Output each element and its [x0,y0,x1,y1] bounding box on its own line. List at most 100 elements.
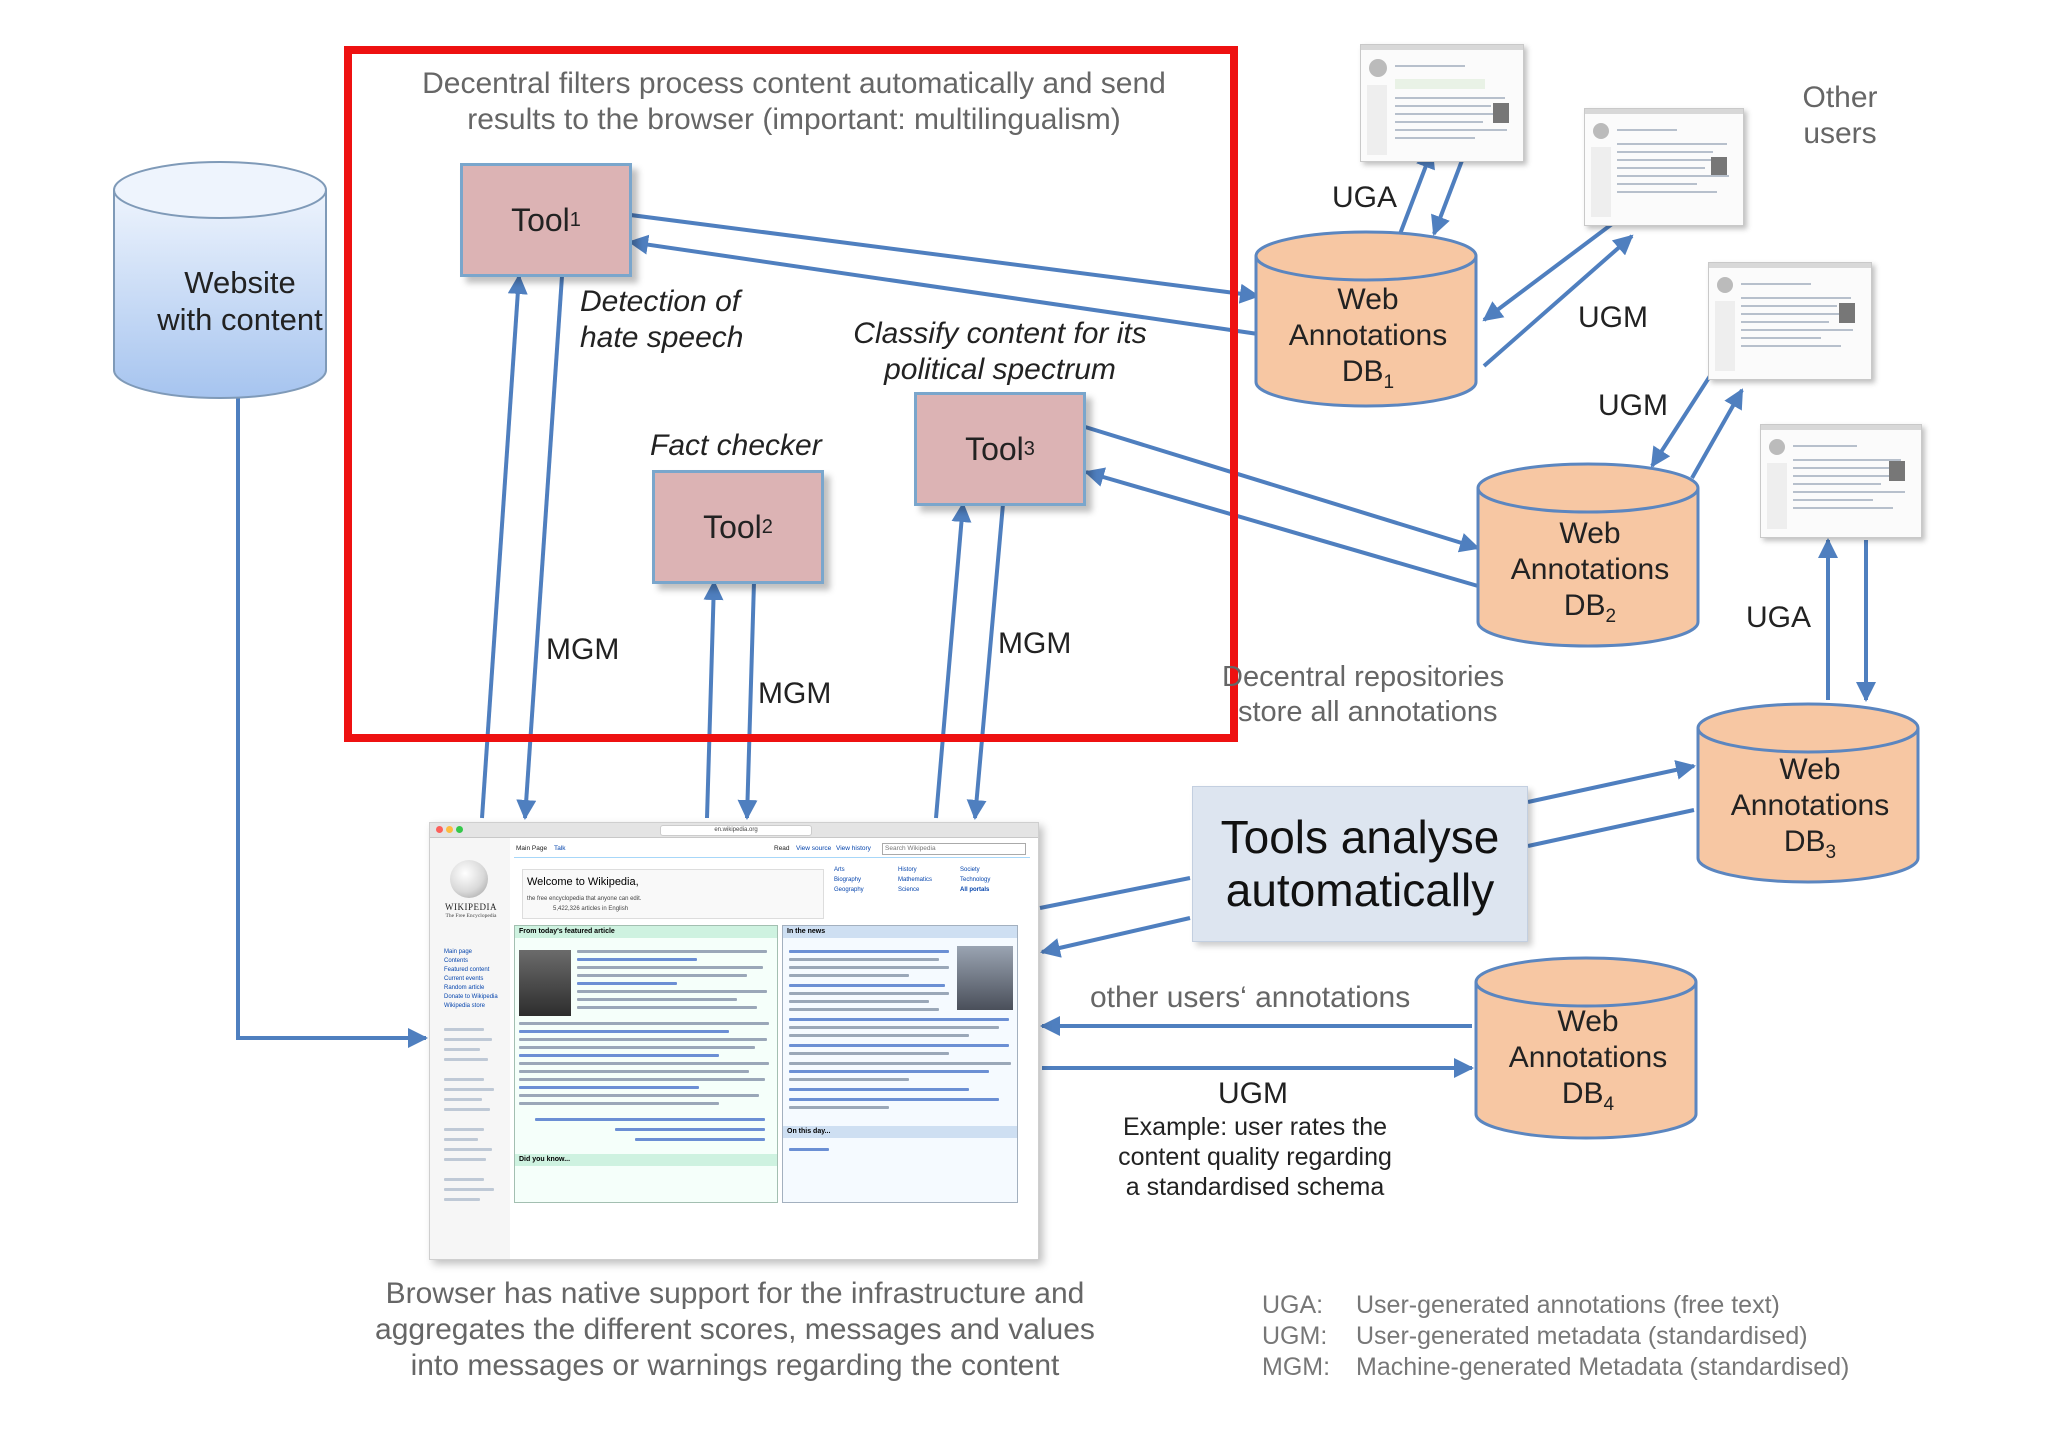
wikipedia-wordmark: WIKIPEDIA [445,902,497,912]
article-count: 5,422,326 articles in English [553,906,629,912]
arrow-browser-to-analyse [1039,876,1191,910]
ugm-label-3: UGM [1218,1077,1288,1110]
wikipedia-tabs: Main Page Talk Read View source View his… [514,841,1030,858]
arrow-db1-to-thumb1 [1398,148,1435,235]
web-annotations-db2-icon [1476,462,1700,648]
arrow-tool1-to-db1 [591,208,1260,304]
browser-note-line3: into messages or warnings regarding the … [410,1349,1060,1382]
tool-3-caption-line1: Classify content for its [853,317,1147,350]
tool-3-caption: Classify content for its political spect… [830,316,1170,388]
tab-main-page[interactable]: Main Page [516,845,548,852]
db1-line3: DB1 [1341,355,1395,393]
db4-line3: DB4 [1561,1077,1615,1115]
other-users-label: Other users [1780,80,1900,152]
website-db-line2: with content [157,302,323,338]
website-db-label: Website with content [130,264,350,338]
example-line2: content quality regarding [1118,1143,1392,1171]
website-database-icon [113,161,327,399]
nav-random[interactable]: Random article [444,985,485,991]
other-user-screenshot-3 [1708,262,1872,380]
mgm-label-1: MGM [546,633,620,666]
arrow-analyse-to-db3 [1527,760,1696,804]
legend-row-mgm: MGM:Machine-generated Metadata (standard… [1262,1353,1850,1381]
repos-note-line1: Decentral repositories [1222,661,1505,693]
arrow-tool1-to-browser [516,275,564,820]
web-annotations-db3-icon [1696,702,1920,884]
tab-view-source[interactable]: View source [796,845,832,852]
portal-biography[interactable]: Biography [834,877,862,883]
portal-technology[interactable]: Technology [960,877,991,883]
db3-line2: Annotations [1730,789,1890,822]
arrow-browser-to-tool2 [703,580,724,819]
db1-line1: Web [1337,283,1399,316]
tab-read[interactable]: Read [774,845,790,852]
analyse-line2: automatically [1225,864,1495,916]
portal-geography[interactable]: Geography [834,887,864,893]
browser-note-line2: aggregates the different scores, message… [375,1313,1095,1346]
other-users-line2: users [1803,117,1877,150]
arrow-tool3-to-db2 [1081,424,1480,553]
nav-store[interactable]: Wikipedia store [444,1003,486,1009]
web-annotations-db2-label: Web Annotations DB2 [1478,516,1702,629]
tool-1-subscript: 1 [569,208,581,231]
nav-contents[interactable]: Contents [444,958,469,964]
tab-view-history[interactable]: View history [836,845,871,852]
portal-arts[interactable]: Arts [834,867,845,873]
tool-3-subscript: 3 [1023,437,1035,460]
arrow-thumb3-to-db2 [1650,374,1712,468]
tool-3-caption-line2: political spectrum [884,353,1116,386]
wikipedia-search-input[interactable]: Search Wikipedia [882,843,1026,855]
web-annotations-db4-label: Web Annotations DB4 [1476,1004,1700,1117]
db2-line1: Web [1559,517,1621,550]
arrow-db1-to-tool1 [628,234,1259,336]
wikipedia-sidebar: WIKIPEDIA The Free Encyclopedia Main pag… [430,838,510,1259]
nav-featured[interactable]: Featured content [444,967,490,973]
portal-history[interactable]: History [898,867,917,873]
tool-1-caption-line1: Detection of [580,285,741,318]
arrow-website-to-browser [236,398,428,1048]
portal-science[interactable]: Science [898,887,920,893]
ugm-label-1: UGM [1578,301,1648,334]
browser-window: en.wikipedia.org WIKIPEDIA The Free Ency… [429,822,1039,1260]
arrow-browser-to-tool1 [480,274,528,819]
uga-label-2: UGA [1746,601,1812,634]
repos-note-line2: store all annotations [1238,695,1498,728]
welcome-banner: Welcome to Wikipedia, the free encyclope… [522,869,824,919]
other-users-annotations-label: other users‘ annotations [1090,981,1411,1014]
other-users-line1: Other [1802,81,1878,114]
portal-all[interactable]: All portals [960,887,990,893]
web-annotations-db1-label: Web Annotations DB1 [1256,282,1480,395]
minimize-dot-icon[interactable] [446,826,453,833]
address-bar[interactable]: en.wikipedia.org [660,825,812,836]
portal-mathematics[interactable]: Mathematics [898,877,933,883]
tab-talk[interactable]: Talk [554,845,566,852]
arrow-db2-to-thumb3 [1690,388,1744,479]
top-note-line2: results to the browser (important: multi… [467,103,1121,136]
wikipedia-main: Welcome to Wikipedia, the free encyclope… [514,861,1030,1259]
analyse-line1: Tools analyse [1220,811,1500,864]
nav-main-page[interactable]: Main page [444,949,473,955]
other-user-screenshot-2 [1584,108,1744,226]
legend: UGA:User-generated annotations (free tex… [1262,1290,1849,1383]
example-note: Example: user rates the content quality … [1100,1112,1410,1202]
example-line3: a standardised schema [1125,1173,1385,1201]
arrow-thumb2-to-db1 [1482,216,1622,322]
db1-line2: Annotations [1288,319,1448,352]
zoom-dot-icon[interactable] [456,826,463,833]
arrow-db1-to-thumb2 [1482,234,1634,368]
news-header: In the news [783,926,1017,938]
mgm-label-2: MGM [758,677,832,710]
nav-donate[interactable]: Donate to Wikipedia [444,994,498,1000]
portal-society[interactable]: Society [960,867,980,873]
close-dot-icon[interactable] [436,826,443,833]
nav-current-events[interactable]: Current events [444,976,484,982]
tool-2-subscript: 2 [761,515,773,538]
in-the-news-box: In the news On this day... [782,925,1018,1203]
web-annotations-db1-icon [1254,230,1478,408]
decentral-filters-frame [344,46,1238,742]
tool-1-caption: Detection of hate speech [580,284,743,356]
ugm-label-2: UGM [1598,389,1668,422]
web-annotations-db4-icon [1474,956,1698,1140]
